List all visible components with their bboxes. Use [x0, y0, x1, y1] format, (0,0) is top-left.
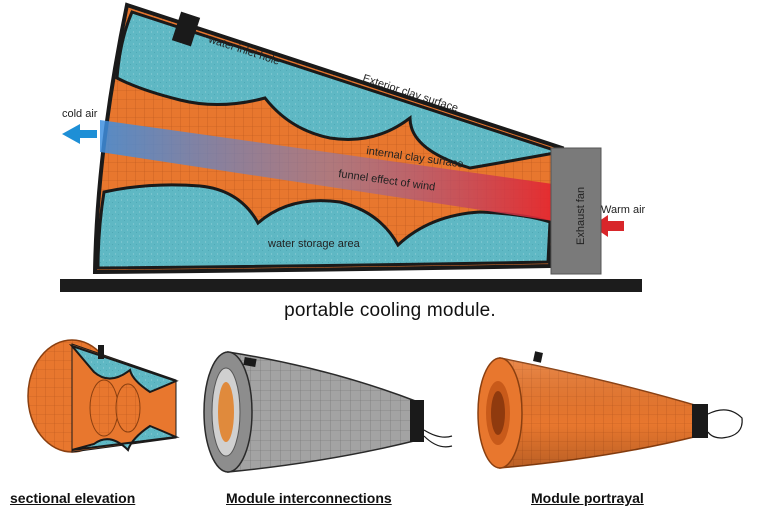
upper-water-chamber [115, 10, 561, 170]
cold-air-arrow [62, 124, 97, 144]
funnel-band [100, 120, 560, 222]
module-interconnections-illustration [203, 351, 453, 473]
label-cold-air: cold air [62, 108, 98, 120]
exhaust-fan [550, 147, 602, 275]
label-water-storage: water storage area [267, 238, 361, 250]
sectional-elevation-illustration [27, 339, 180, 453]
water-inlet-cap [171, 11, 201, 47]
base-plate [60, 279, 642, 292]
caption-sectional-elevation: sectional elevation [10, 490, 136, 506]
label-exhaust-fan: Exhaust fan [575, 187, 587, 245]
module-portrayal-illustration [477, 351, 743, 469]
caption-module-portrayal: Module portrayal [531, 490, 644, 506]
lower-water-chamber [96, 183, 552, 270]
main-module: water inlet hole Exterior clay surface c… [60, 2, 646, 292]
main-caption: portable cooling module. [284, 300, 496, 321]
label-warm-air: Warm air [601, 204, 646, 216]
caption-module-interconnections: Module interconnections [226, 490, 392, 506]
